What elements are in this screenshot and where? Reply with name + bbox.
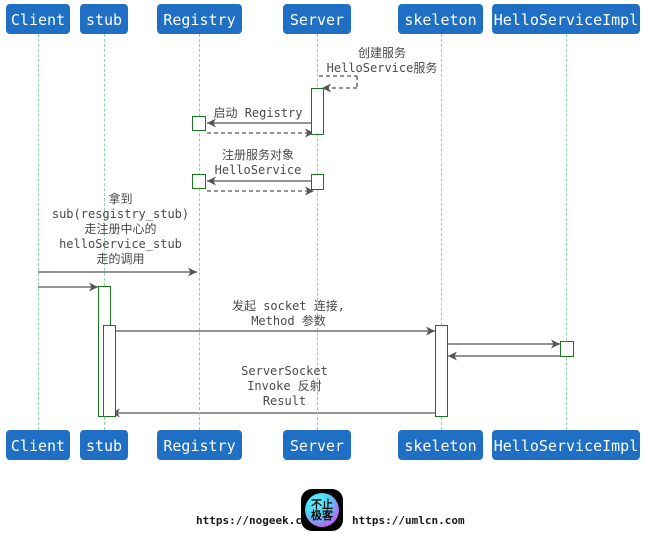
participant-Client-top[interactable]: Client [6, 4, 70, 34]
activation-HelloServiceImpl-7 [560, 341, 574, 357]
lifeline-Registry [199, 34, 200, 430]
participant-stub-bottom[interactable]: stub [80, 430, 128, 460]
lifeline-skeleton [441, 34, 442, 430]
logo-text-top: 不止 [311, 498, 333, 511]
participant-Server-top[interactable]: Server [283, 4, 351, 34]
arrowhead-socket-connect [426, 326, 435, 336]
arrowhead-create-service [322, 83, 331, 93]
participant-Registry-top[interactable]: Registry [157, 4, 242, 34]
activation-Registry-2 [192, 174, 206, 189]
activation-stub-5 [103, 325, 116, 417]
participant-stub-top[interactable]: stub [80, 4, 128, 34]
arrowhead-register-service-return [305, 186, 314, 196]
participant-HelloServiceImpl-bottom[interactable]: HelloServiceImpl [492, 430, 640, 460]
footer-left-link[interactable]: https://nogeek.cn [196, 514, 309, 527]
participant-Server-bottom[interactable]: Server [283, 430, 351, 460]
label-serversocket-result: ServerSocket Invoke 反射 Result [241, 364, 328, 408]
logo-text-bottom: 极客 [311, 509, 333, 522]
arrowhead-start-registry [207, 118, 216, 128]
arrowhead-lookup-registry [188, 267, 197, 277]
label-socket-connect: 发起 socket 连接, Method 参数 [231, 299, 346, 328]
participant-skeleton-top[interactable]: skeleton [398, 4, 483, 34]
label-register-service: 注册服务对象 HelloService [214, 148, 302, 177]
activation-Registry-1 [192, 116, 206, 131]
participant-HelloServiceImpl-top[interactable]: HelloServiceImpl [492, 4, 640, 34]
label-start-registry: 启动 Registry [213, 106, 303, 120]
participant-Registry-bottom[interactable]: Registry [157, 430, 242, 460]
participant-Client-bottom[interactable]: Client [6, 430, 70, 460]
lifeline-Client [38, 34, 39, 430]
activation-skeleton-6 [435, 325, 448, 417]
activation-Server-0 [311, 88, 324, 135]
arrowhead-register-service [207, 176, 216, 186]
arrowhead-start-registry-return [305, 128, 314, 138]
arrowhead-client-to-stub [89, 282, 98, 292]
label-lookup-registry: 拿到 sub(resgistry_stub) 走注册中心的 helloServi… [51, 192, 190, 266]
nogeek-logo-glyph: 不止极客 [305, 493, 339, 527]
lifeline-stub [104, 34, 105, 430]
lifeline-HelloServiceImpl [566, 34, 567, 430]
nogeek-logo: 不止极客 [301, 489, 343, 531]
lifeline-Server [317, 34, 318, 430]
arrowhead-impl-result-skeleton [448, 351, 457, 361]
participant-skeleton-bottom[interactable]: skeleton [398, 430, 483, 460]
label-create-service: 创建服务 HelloService服务 [326, 46, 438, 75]
activation-Server-3 [311, 174, 324, 190]
footer-right-link[interactable]: https://umlcn.com [352, 514, 465, 527]
arrowhead-skeleton-invoke-impl [551, 339, 560, 349]
